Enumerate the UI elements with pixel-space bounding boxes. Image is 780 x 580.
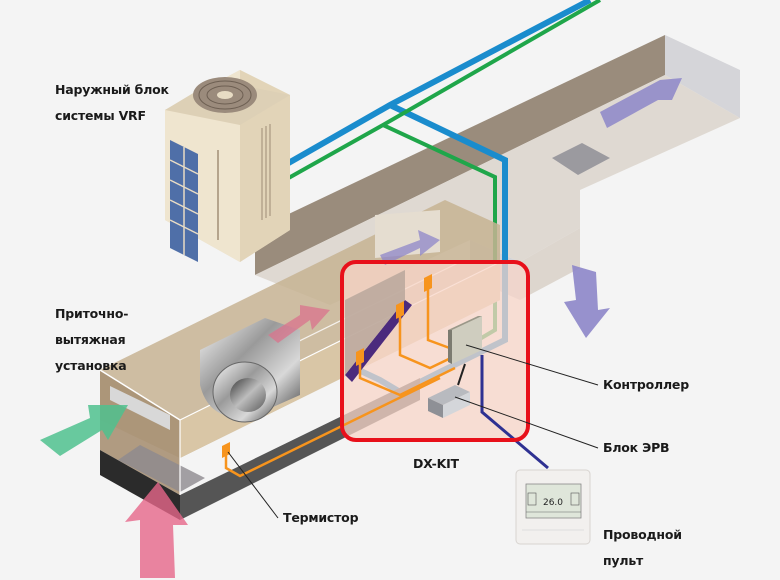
label-outdoor-unit-line2: системы VRF <box>55 108 146 123</box>
exhaust-air-arrow-upper <box>600 78 682 128</box>
controller-leader <box>465 344 599 386</box>
remote-temperature: 26.0 <box>543 498 563 508</box>
exhaust-duct-end <box>665 35 740 118</box>
label-ahu-line1: Приточно- <box>55 306 129 321</box>
label-wired-remote: Проводной пульт <box>603 515 682 580</box>
label-ahu-line3: установка <box>55 358 127 373</box>
thermistor-leader <box>227 451 279 519</box>
supply-fan <box>200 318 300 423</box>
label-thermistor: Термистор <box>283 510 359 525</box>
label-wired-remote-line2: пульт <box>603 553 644 568</box>
outdoor-vrf-unit <box>165 70 290 262</box>
supply-air-arrow-inner <box>268 305 330 343</box>
thermistor-sensors <box>222 274 432 458</box>
exhaust-air-arrow-down <box>564 265 610 338</box>
heat-exchanger-coil <box>169 140 199 262</box>
label-outdoor-unit: Наружный блок системы VRF <box>55 70 169 135</box>
wired-remote-controller: 26.0 <box>515 469 591 545</box>
label-ahu-line2: вытяжная <box>55 332 126 347</box>
label-dx-kit: DX-KIT <box>413 456 459 471</box>
thermistor-wiring <box>224 285 456 478</box>
eev-block <box>428 385 470 418</box>
exhaust-air-arrow-inner <box>380 230 440 265</box>
label-eev-block: Блок ЭРВ <box>603 440 670 455</box>
bottom-grille <box>118 445 205 492</box>
label-controller: Контроллер <box>603 377 689 392</box>
front-grille <box>110 386 170 430</box>
label-outdoor-unit-line1: Наружный блок <box>55 82 169 97</box>
exhaust-duct-branch-side <box>520 228 580 300</box>
controller-box <box>448 316 482 364</box>
remote-lcd <box>525 483 582 519</box>
controller-eev-cable <box>457 363 466 386</box>
supply-air-arrow-bottom <box>125 482 188 578</box>
label-ahu: Приточно- вытяжная установка <box>55 294 128 385</box>
eev-leader <box>454 396 599 449</box>
duct-grille <box>552 143 610 175</box>
label-wired-remote-line1: Проводной <box>603 527 682 542</box>
fresh-air-arrow <box>40 405 128 456</box>
evaporator-coil-face <box>345 270 405 375</box>
exhaust-duct-back-wall <box>255 35 665 275</box>
control-wire <box>480 355 549 470</box>
dx-kit-frame <box>340 260 530 442</box>
